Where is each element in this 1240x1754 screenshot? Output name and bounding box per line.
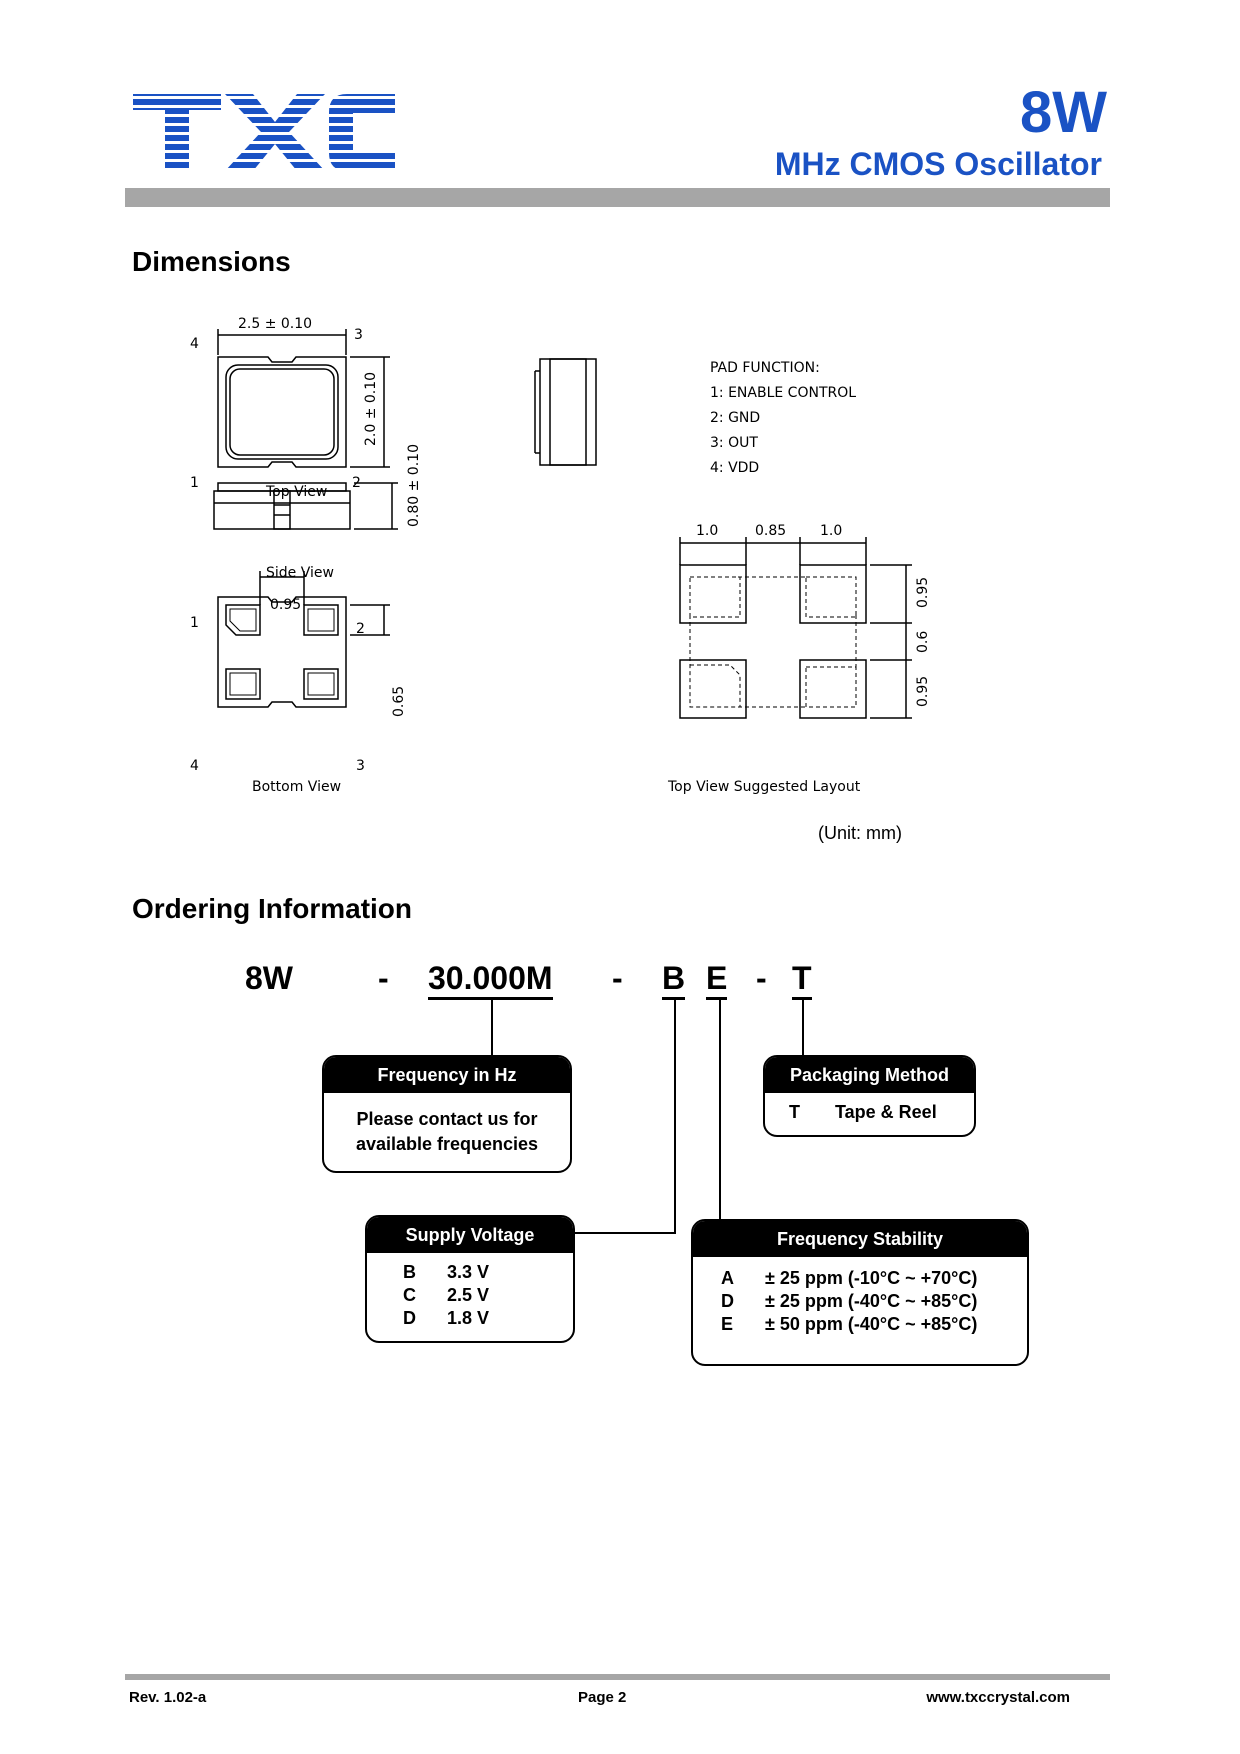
voltage-item: D 1.8 V	[367, 1307, 573, 1330]
footer-revision: Rev. 1.02-a	[129, 1689, 207, 1706]
pad-function-title: PAD FUNCTION:	[710, 360, 820, 376]
frequency-text-1: Please contact us for	[356, 1109, 538, 1129]
code-stability: E	[706, 962, 728, 1000]
end-view-drawing	[534, 358, 597, 466]
layout-w3: 1.0	[820, 523, 842, 539]
frequency-box: Frequency in Hz Please contact us for av…	[322, 1055, 572, 1173]
pad-function-4: 4: VDD	[710, 460, 759, 476]
code-prefix: 8W	[245, 960, 293, 996]
voltage-item: B 3.3 V	[367, 1261, 573, 1284]
side-view-label: Side View	[266, 565, 334, 581]
code-frequency: 30.000M	[428, 962, 553, 1000]
frequency-box-title: Frequency in Hz	[324, 1057, 570, 1093]
stability-box: Frequency Stability A ± 25 ppm (-10°C ~ +…	[691, 1219, 1029, 1366]
code-dash-3: -	[756, 960, 767, 996]
footer-rule	[125, 1674, 1110, 1680]
packaging-code: T	[789, 1102, 800, 1122]
voltage-code: B	[403, 1262, 416, 1282]
txc-logo	[133, 94, 395, 171]
packaging-item: T Tape & Reel	[765, 1101, 974, 1124]
code-dash-1: -	[378, 960, 389, 996]
packaging-box: Packaging Method T Tape & Reel	[763, 1055, 976, 1137]
stability-value: ± 25 ppm (-40°C ~ +85°C)	[765, 1291, 978, 1311]
pad-function-3: 3: OUT	[710, 435, 758, 451]
bottom-view-label: Bottom View	[252, 779, 341, 795]
layout-h1: 0.95	[915, 577, 931, 608]
side-thickness-label: 0.80 ± 0.10	[406, 444, 422, 527]
pad-function-2: 2: GND	[710, 410, 760, 426]
stability-item: A ± 25 ppm (-10°C ~ +70°C)	[693, 1267, 1027, 1290]
stability-value: ± 25 ppm (-10°C ~ +70°C)	[765, 1268, 978, 1288]
stability-box-title: Frequency Stability	[693, 1221, 1027, 1257]
top-height-label: 2.0 ± 0.10	[363, 372, 379, 446]
layout-h3: 0.95	[915, 676, 931, 707]
dimensions-diagram: 2.5 ± 0.10 4 3 1 2 2.0 ± 0.10 Top View 0…	[190, 316, 931, 795]
packaging-box-title: Packaging Method	[765, 1057, 974, 1093]
voltage-box-title: Supply Voltage	[367, 1217, 573, 1253]
bottom-gap-text: 0.95	[270, 597, 301, 613]
voltage-box: Supply Voltage B 3.3 V C 2.5 V D 1.8 V	[365, 1215, 575, 1343]
stability-code: E	[721, 1314, 734, 1334]
packaging-value: Tape & Reel	[835, 1102, 937, 1122]
dimensions-heading: Dimensions	[132, 246, 291, 277]
frequency-text-2: available frequencies	[355, 1134, 539, 1154]
code-dash-2: -	[612, 960, 623, 996]
suggested-layout-drawing	[679, 537, 912, 719]
stability-code: A	[721, 1268, 734, 1288]
voltage-value: 2.5 V	[447, 1285, 490, 1305]
product-title: 8W	[1020, 80, 1107, 145]
bottom-pad-height-label: 0.65	[391, 686, 407, 717]
top-pin-2: 2	[352, 475, 361, 491]
footer-website[interactable]: www.txccrystal.com	[926, 1689, 1070, 1706]
code-packaging: T	[792, 962, 812, 1000]
layout-label: Top View Suggested Layout	[667, 779, 861, 795]
bottom-view-drawing	[217, 571, 390, 708]
top-width-label: 2.5 ± 0.10	[238, 316, 312, 332]
code-voltage: B	[662, 962, 686, 1000]
bottom-pin-2: 2	[356, 621, 365, 637]
layout-w2: 0.85	[755, 523, 786, 539]
bottom-pin-4: 4	[190, 758, 199, 774]
top-pin-3: 3	[354, 327, 363, 343]
side-view-drawing	[213, 482, 398, 530]
stability-code: D	[721, 1291, 734, 1311]
layout-h2: 0.6	[915, 631, 931, 653]
ordering-heading: Ordering Information	[132, 893, 412, 924]
stability-item: D ± 25 ppm (-40°C ~ +85°C)	[693, 1290, 1027, 1313]
voltage-value: 1.8 V	[447, 1308, 490, 1328]
bottom-pin-3: 3	[356, 758, 365, 774]
top-pin-4: 4	[190, 336, 199, 352]
header-rule	[125, 188, 1110, 207]
pad-function-1: 1: ENABLE CONTROL	[710, 385, 856, 401]
product-subtitle: MHz CMOS Oscillator	[774, 146, 1102, 182]
top-view-label: Top View	[265, 484, 327, 500]
unit-note: (Unit: mm)	[818, 823, 902, 843]
voltage-code: D	[403, 1308, 416, 1328]
voltage-value: 3.3 V	[447, 1262, 490, 1282]
bottom-pin-1: 1	[190, 615, 199, 631]
stability-value: ± 50 ppm (-40°C ~ +85°C)	[765, 1314, 978, 1334]
footer-page: Page 2	[578, 1689, 627, 1706]
layout-w1: 1.0	[696, 523, 718, 539]
top-pin-1: 1	[190, 475, 199, 491]
voltage-item: C 2.5 V	[367, 1284, 573, 1307]
top-view-drawing	[217, 329, 390, 468]
stability-item: E ± 50 ppm (-40°C ~ +85°C)	[693, 1313, 1027, 1336]
voltage-code: C	[403, 1285, 416, 1305]
